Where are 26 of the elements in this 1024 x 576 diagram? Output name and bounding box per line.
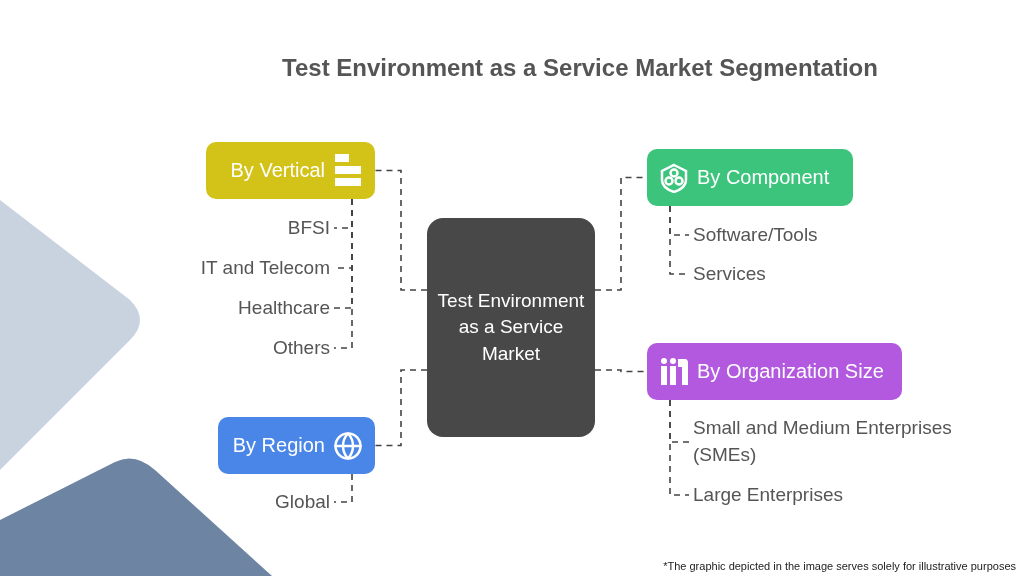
segment-label: IT and Telecom	[200, 255, 330, 280]
footnote: *The graphic depicted in the image serves solely for illustrative purposes	[663, 560, 1016, 572]
category-label: By Component	[697, 166, 830, 189]
connector-line	[669, 399, 690, 496]
segment-label: Small and Medium Enterprises (SMEs)	[693, 416, 953, 467]
segment-label: Others	[272, 335, 330, 360]
segment-label: Healthcare	[238, 295, 330, 320]
category-box	[206, 142, 375, 199]
connector-line	[374, 169, 428, 291]
segment-label: Services	[693, 261, 766, 286]
connector-line	[333, 198, 353, 349]
category-label: By Vertical	[230, 159, 325, 182]
segment-label: BFSI	[287, 215, 330, 240]
diagram-title: Test Environment as a Service Market Segmentation	[281, 54, 879, 82]
segment-label: Large Enterprises	[693, 482, 843, 507]
center-box	[427, 218, 595, 437]
segment-label: Global	[275, 489, 330, 514]
segment-label: Software/Tools	[693, 222, 818, 247]
center-label: Test Environment as a Service Market	[436, 288, 586, 366]
connector-line	[374, 369, 428, 447]
category-box	[218, 417, 375, 474]
category-label: By Organization Size	[697, 360, 884, 383]
category-label: By Region	[232, 434, 325, 457]
category-box	[647, 343, 902, 400]
category-box	[647, 149, 853, 206]
connector-line	[333, 473, 353, 503]
